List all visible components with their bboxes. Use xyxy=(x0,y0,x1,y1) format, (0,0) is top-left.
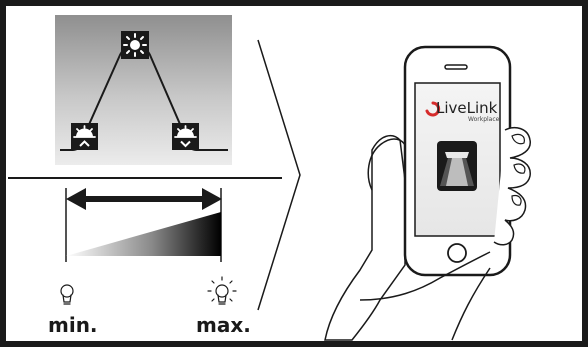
double-headed-arrow xyxy=(66,188,222,210)
bulb-on-icon xyxy=(208,277,236,304)
dim-down-icon xyxy=(71,123,98,150)
hand-palm xyxy=(325,136,405,340)
wrist-edge xyxy=(452,268,490,340)
bulb-off-icon xyxy=(61,285,73,304)
light-fixture-icon[interactable] xyxy=(437,141,477,191)
brand-sub: Workplace xyxy=(468,116,500,123)
max-label: max. xyxy=(196,313,251,337)
intensity-ramp xyxy=(66,212,221,256)
dim-up-icon xyxy=(172,123,199,150)
chevron-separator xyxy=(258,40,300,310)
brand-name: LiveLink xyxy=(436,99,498,117)
min-label: min. xyxy=(48,313,98,337)
brightness-icon xyxy=(121,31,149,59)
